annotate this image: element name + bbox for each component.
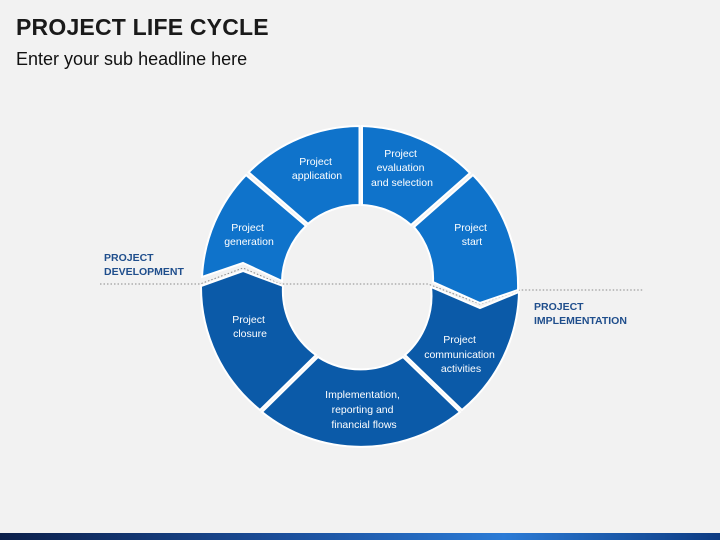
- label-project-communication: Project communication activities: [424, 334, 498, 375]
- label-project-start: Project start: [454, 222, 490, 248]
- phase-label-implementation: PROJECT IMPLEMENTATION: [534, 301, 627, 327]
- phase-divider-line: [100, 267, 643, 305]
- label-project-evaluation: Project evaluation and selection: [371, 148, 433, 189]
- segment-project-application[interactable]: [247, 124, 361, 226]
- segment-project-generation[interactable]: [200, 173, 308, 283]
- label-implementation-reporting: Implementation, reporting and financial …: [325, 389, 403, 431]
- page-subtitle: Enter your sub headline here: [16, 49, 248, 69]
- segment-implementation-reporting[interactable]: [260, 355, 462, 448]
- label-project-closure: Project closure: [232, 314, 268, 340]
- segment-project-closure[interactable]: [199, 269, 318, 412]
- segment-project-communication[interactable]: [403, 285, 521, 412]
- phase-label-development: PROJECT DEVELOPMENT: [104, 252, 185, 278]
- segment-project-start[interactable]: [412, 173, 520, 305]
- life-cycle-ring: [199, 124, 521, 448]
- segment-project-evaluation[interactable]: [361, 124, 472, 227]
- page-title: PROJECT LIFE CYCLE: [16, 14, 269, 40]
- footer-accent-bar: [0, 533, 720, 540]
- label-project-generation: Project generation: [224, 222, 274, 248]
- label-project-application: Project application: [292, 156, 342, 182]
